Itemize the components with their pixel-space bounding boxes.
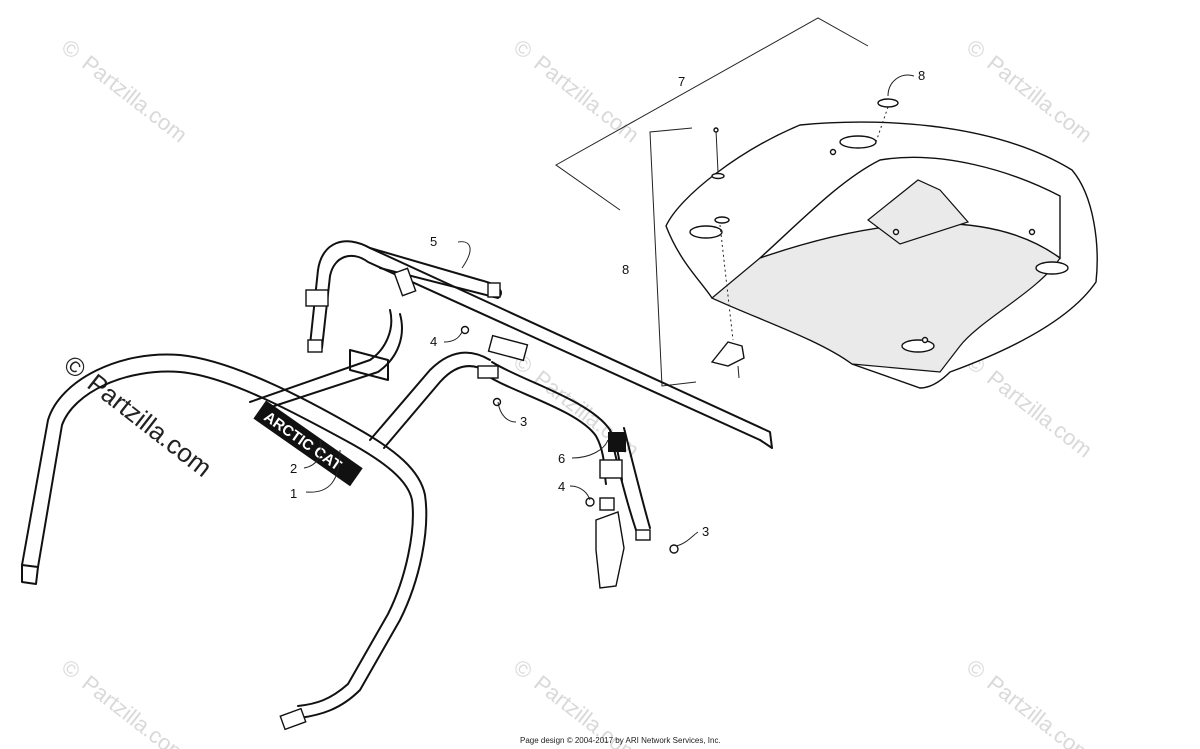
roof-hardware [710,98,899,379]
callout-4-lower: 4 [558,479,565,494]
watermark: Partzilla.com [982,365,1097,462]
watermark: Partzilla.com [529,50,644,147]
roof-group-bracket-7 [555,17,869,211]
watermark-copyright: © [509,34,537,64]
callout-4: 4 [430,334,437,349]
watermark: Partzilla.com [77,50,192,147]
front-roll-bar: ARCTIC CAT [21,353,428,731]
side-bar [585,427,679,589]
upper-rear-bar [305,240,773,449]
watermark-large-copyright: © [58,349,92,384]
callout-3-lower: 3 [702,524,709,539]
watermark-large: Partzilla.com [82,368,218,483]
watermark-copyright: © [57,34,85,64]
callout-8-hardware: 8 [622,262,629,277]
roof-panel [665,121,1098,389]
callout-1: 1 [290,486,297,501]
callout-5: 5 [430,234,437,249]
front-brackets [460,325,529,407]
watermark: Partzilla.com [982,670,1097,749]
watermark: Partzilla.com [77,670,192,749]
callout-6: 6 [558,451,565,466]
watermark-copyright: © [509,654,537,684]
watermark-copyright: © [962,654,990,684]
callouts: 5 4 3 2 1 6 4 3 7 8 8 [290,68,925,547]
callout-7: 7 [678,74,685,89]
watermark-copyright: © [57,654,85,684]
callout-2: 2 [290,461,297,476]
callout-3: 3 [520,414,527,429]
hardware-bracket-8 [649,127,697,387]
arctic-cat-decal: ARCTIC CAT [253,400,363,487]
watermark-copyright: © [962,34,990,64]
center-frame [249,309,623,485]
callout-8-plug: 8 [918,68,925,83]
watermark: Partzilla.com [982,50,1097,147]
page-footer: Page design © 2004-2017 by ARI Network S… [520,736,721,745]
